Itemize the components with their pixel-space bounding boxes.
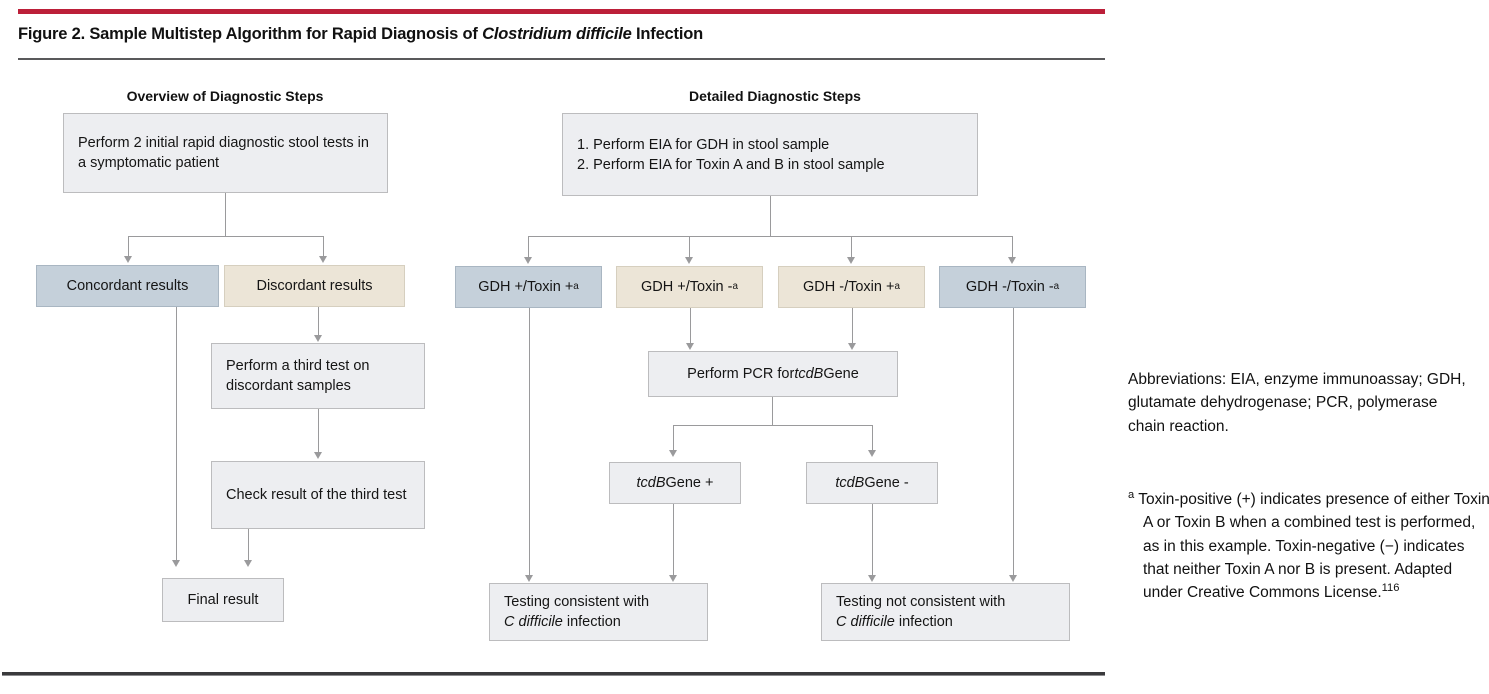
pcr-text-after: Gene	[823, 366, 859, 382]
result-label: GDH +/Toxin +	[478, 279, 574, 295]
arrow-result4-to-outcome	[1008, 575, 1017, 582]
overview-start-box[interactable]: Perform 2 initial rapid diagnostic stool…	[63, 113, 388, 193]
outcome-consistent-box[interactable]: Testing consistent with C difficile infe…	[489, 583, 708, 641]
title-divider-rule	[18, 58, 1105, 60]
gene-negative-suffix: Gene -	[864, 475, 909, 491]
connector-start-split	[128, 236, 323, 237]
footnote-a: a Toxin-positive (+) indicates presence …	[1128, 488, 1489, 604]
connector-detailed-down	[770, 196, 771, 236]
figure-label: Figure 2.	[18, 25, 85, 43]
detailed-steps-box[interactable]: 1. Perform EIA for GDH in stool sample 2…	[562, 113, 978, 196]
arrow-to-discordant	[318, 256, 327, 263]
overview-column-heading: Overview of Diagnostic Steps	[126, 88, 324, 104]
arrow-discordant-to-third	[313, 335, 322, 342]
result-box-gdh-neg-toxin-pos[interactable]: GDH -/Toxin +a	[778, 266, 925, 308]
outcome-consistent-line2: C difficile infection	[504, 612, 621, 632]
connector-detailed-split	[528, 236, 1013, 237]
outcome-not-consistent-line2: C difficile infection	[836, 612, 953, 632]
connector-geneneg-to-outcome	[872, 504, 873, 575]
detailed-step-2: 2. Perform EIA for Toxin A and B in stoo…	[577, 156, 885, 173]
footnote-a-marker: a	[1128, 488, 1135, 501]
detailed-column-heading: Detailed Diagnostic Steps	[689, 88, 861, 104]
arrow-third-to-check	[313, 452, 322, 459]
arrow-to-result-3	[846, 257, 855, 264]
arrow-to-concordant	[123, 256, 132, 263]
arrow-result1-to-outcome	[524, 575, 533, 582]
result-label: GDH +/Toxin -	[641, 279, 733, 295]
concordant-results-box[interactable]: Concordant results	[36, 265, 219, 307]
connector-to-result-1	[528, 236, 529, 257]
connector-start-down	[225, 193, 226, 236]
result-label: GDH -/Toxin +	[803, 279, 895, 295]
connector-third-to-check	[318, 409, 319, 452]
connector-to-result-2	[689, 236, 690, 257]
footnote-a-reference: 116	[1381, 581, 1400, 594]
top-accent-rule	[18, 9, 1105, 14]
outcome-consistent-organism: C difficile	[504, 614, 563, 630]
arrow-to-gene-negative	[867, 450, 876, 457]
arrow-result2-to-pcr	[685, 343, 694, 350]
gene-negative-name: tcdB	[835, 475, 865, 491]
connector-check-to-final	[248, 529, 249, 560]
arrow-to-result-1	[523, 257, 532, 264]
discordant-results-box[interactable]: Discordant results	[224, 265, 405, 307]
connector-pcr-split	[673, 425, 873, 426]
detailed-step-1: 1. Perform EIA for GDH in stool sample	[577, 136, 830, 153]
arrow-to-result-4	[1007, 257, 1016, 264]
footnote-a-text: Toxin-positive (+) indicates presence of…	[1134, 491, 1489, 601]
figure-title-before: Sample Multistep Algorithm for Rapid Dia…	[84, 25, 483, 43]
gene-negative-box[interactable]: tcdB Gene -	[806, 462, 938, 504]
connector-result4-to-outcome	[1013, 308, 1014, 575]
bottom-divider-rule	[2, 672, 1105, 676]
third-test-box[interactable]: Perform a third test on discordant sampl…	[211, 343, 425, 409]
connector-to-discordant	[323, 236, 324, 256]
figure-title-organism: Clostridium difficile	[482, 25, 632, 43]
outcome-not-consistent-suffix: infection	[894, 614, 953, 630]
figure-title-after: Infection	[631, 25, 703, 43]
outcome-not-consistent-organism: C difficile	[836, 614, 895, 630]
check-result-box[interactable]: Check result of the third test	[211, 461, 425, 529]
arrow-check-to-final	[243, 560, 252, 567]
connector-result2-to-pcr	[690, 308, 691, 343]
figure-title: Figure 2. Sample Multistep Algorithm for…	[18, 25, 1098, 44]
result-label: GDH -/Toxin -	[965, 279, 1054, 295]
arrow-to-gene-positive	[668, 450, 677, 457]
gene-positive-box[interactable]: tcdB Gene +	[609, 462, 741, 504]
connector-genepos-to-outcome	[673, 504, 674, 575]
arrow-genepos-to-outcome	[668, 575, 677, 582]
connector-to-gene-positive	[673, 425, 674, 450]
connector-result3-to-pcr	[852, 308, 853, 343]
connector-pcr-down	[772, 397, 773, 425]
result-box-gdh-pos-toxin-pos[interactable]: GDH +/Toxin +a	[455, 266, 602, 308]
connector-to-gene-negative	[872, 425, 873, 450]
connector-result1-to-outcome	[529, 308, 530, 575]
connector-to-result-4	[1012, 236, 1013, 257]
pcr-box[interactable]: Perform PCR for tcdB Gene	[648, 351, 898, 397]
arrow-to-result-2	[684, 257, 693, 264]
final-result-box[interactable]: Final result	[162, 578, 284, 622]
abbreviations-note: Abbreviations: EIA, enzyme immunoassay; …	[1128, 371, 1466, 435]
arrow-result3-to-pcr	[847, 343, 856, 350]
arrow-geneneg-to-outcome	[867, 575, 876, 582]
outcome-not-consistent-box[interactable]: Testing not consistent with C difficile …	[821, 583, 1070, 641]
connector-to-concordant	[128, 236, 129, 256]
connector-discordant-to-third	[318, 307, 319, 335]
outcome-consistent-line1: Testing consistent with	[504, 594, 650, 610]
gene-positive-name: tcdB	[636, 475, 666, 491]
outcome-not-consistent-line1: Testing not consistent with	[836, 594, 1006, 610]
gene-positive-suffix: Gene +	[665, 475, 714, 491]
arrow-concordant-to-final	[171, 560, 180, 567]
result-box-gdh-neg-toxin-neg[interactable]: GDH -/Toxin -a	[939, 266, 1086, 308]
outcome-consistent-suffix: infection	[562, 614, 621, 630]
pcr-text-before: Perform PCR for	[687, 366, 795, 382]
pcr-gene-name: tcdB	[794, 366, 824, 382]
connector-to-result-3	[851, 236, 852, 257]
connector-concordant-to-final	[176, 307, 177, 560]
result-box-gdh-pos-toxin-neg[interactable]: GDH +/Toxin -a	[616, 266, 763, 308]
